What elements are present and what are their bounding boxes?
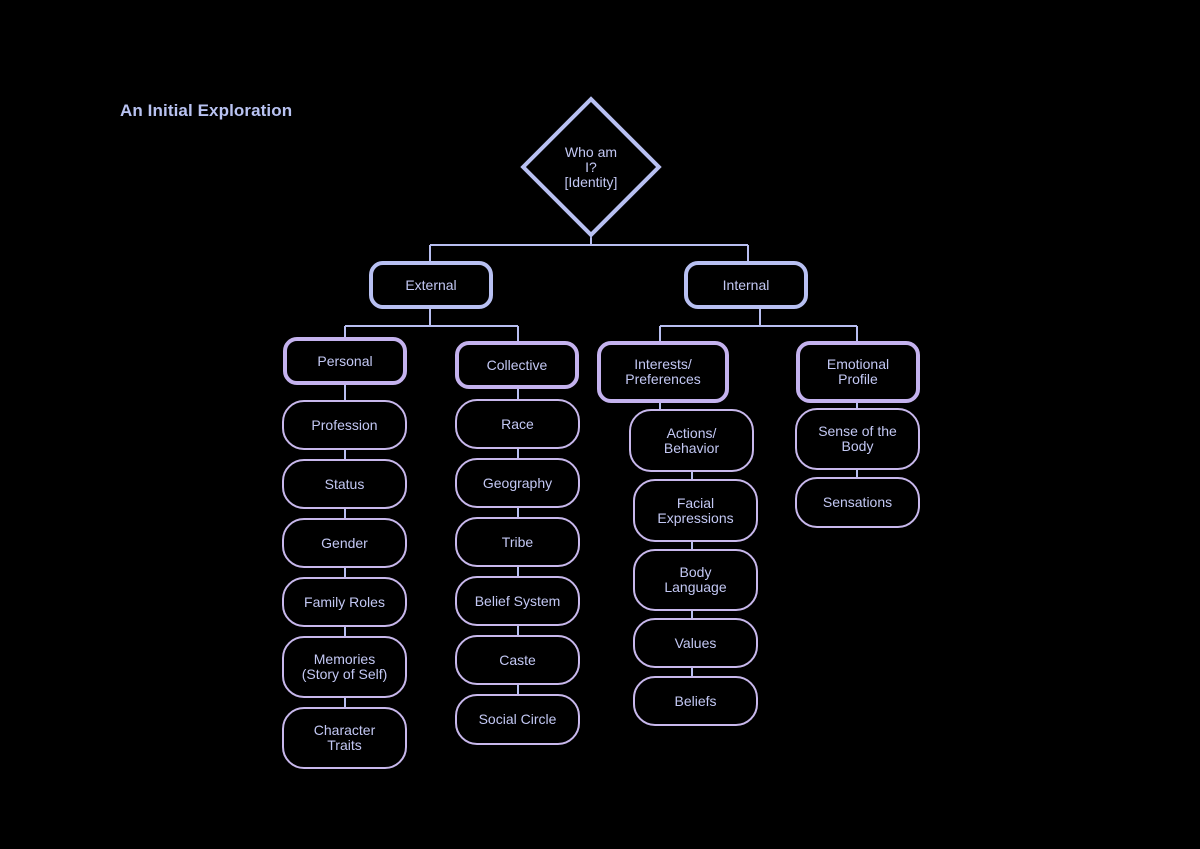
- leaf-race: Race: [455, 399, 580, 449]
- node-personal: Personal: [283, 337, 407, 385]
- leaf-body-language: Body Language: [633, 549, 758, 611]
- leaf-gender: Gender: [282, 518, 407, 568]
- node-emotional-profile: Emotional Profile: [796, 341, 920, 403]
- leaf-social-circle: Social Circle: [455, 694, 580, 745]
- leaf-tribe: Tribe: [455, 517, 580, 567]
- leaf-profession: Profession: [282, 400, 407, 450]
- leaf-sense-of-the-body: Sense of the Body: [795, 408, 920, 470]
- leaf-geography: Geography: [455, 458, 580, 508]
- leaf-memories: Memories (Story of Self): [282, 636, 407, 698]
- leaf-character-traits: Character Traits: [282, 707, 407, 769]
- leaf-facial-expressions: Facial Expressions: [633, 479, 758, 542]
- leaf-status: Status: [282, 459, 407, 509]
- root-label: Who am I? [Identity]: [564, 143, 618, 190]
- leaf-caste: Caste: [455, 635, 580, 685]
- leaf-actions-behavior: Actions/ Behavior: [629, 409, 754, 472]
- node-collective: Collective: [455, 341, 579, 389]
- leaf-belief-system: Belief System: [455, 576, 580, 626]
- node-internal: Internal: [684, 261, 808, 309]
- diagram-title: An Initial Exploration: [120, 101, 293, 120]
- leaf-values: Values: [633, 618, 758, 668]
- leaf-sensations: Sensations: [795, 477, 920, 528]
- leaf-beliefs: Beliefs: [633, 676, 758, 726]
- leaf-family-roles: Family Roles: [282, 577, 407, 627]
- node-external: External: [369, 261, 493, 309]
- node-interests-preferences: Interests/ Preferences: [597, 341, 729, 403]
